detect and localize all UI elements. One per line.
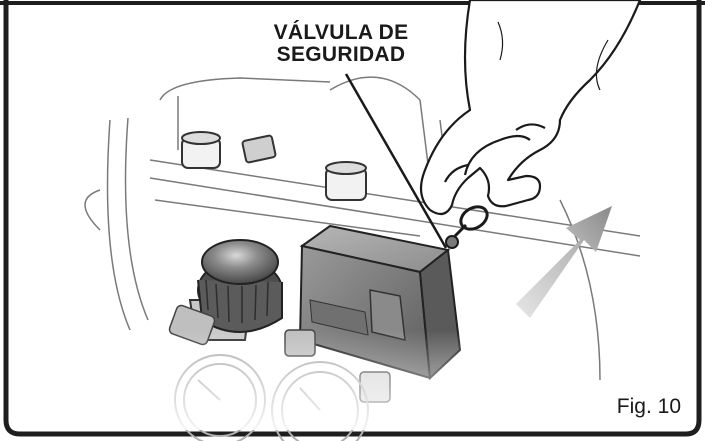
frame-border	[3, 0, 702, 437]
compressor-caps	[181, 131, 367, 201]
safety-valve-callout: VÁLVULA DE SEGURIDAD	[252, 22, 430, 66]
arrow-up-right-icon	[516, 206, 612, 318]
callout-line-1: VÁLVULA DE	[273, 21, 409, 44]
figure-label: Fig. 10	[616, 395, 681, 418]
safety-valve-ring	[445, 205, 489, 249]
callout-line-2: SEGURIDAD	[276, 43, 406, 66]
callout-leader-line	[344, 73, 448, 249]
bottom-fade	[100, 330, 500, 430]
compressor-body	[84, 76, 641, 381]
hand-icon	[419, 0, 642, 216]
